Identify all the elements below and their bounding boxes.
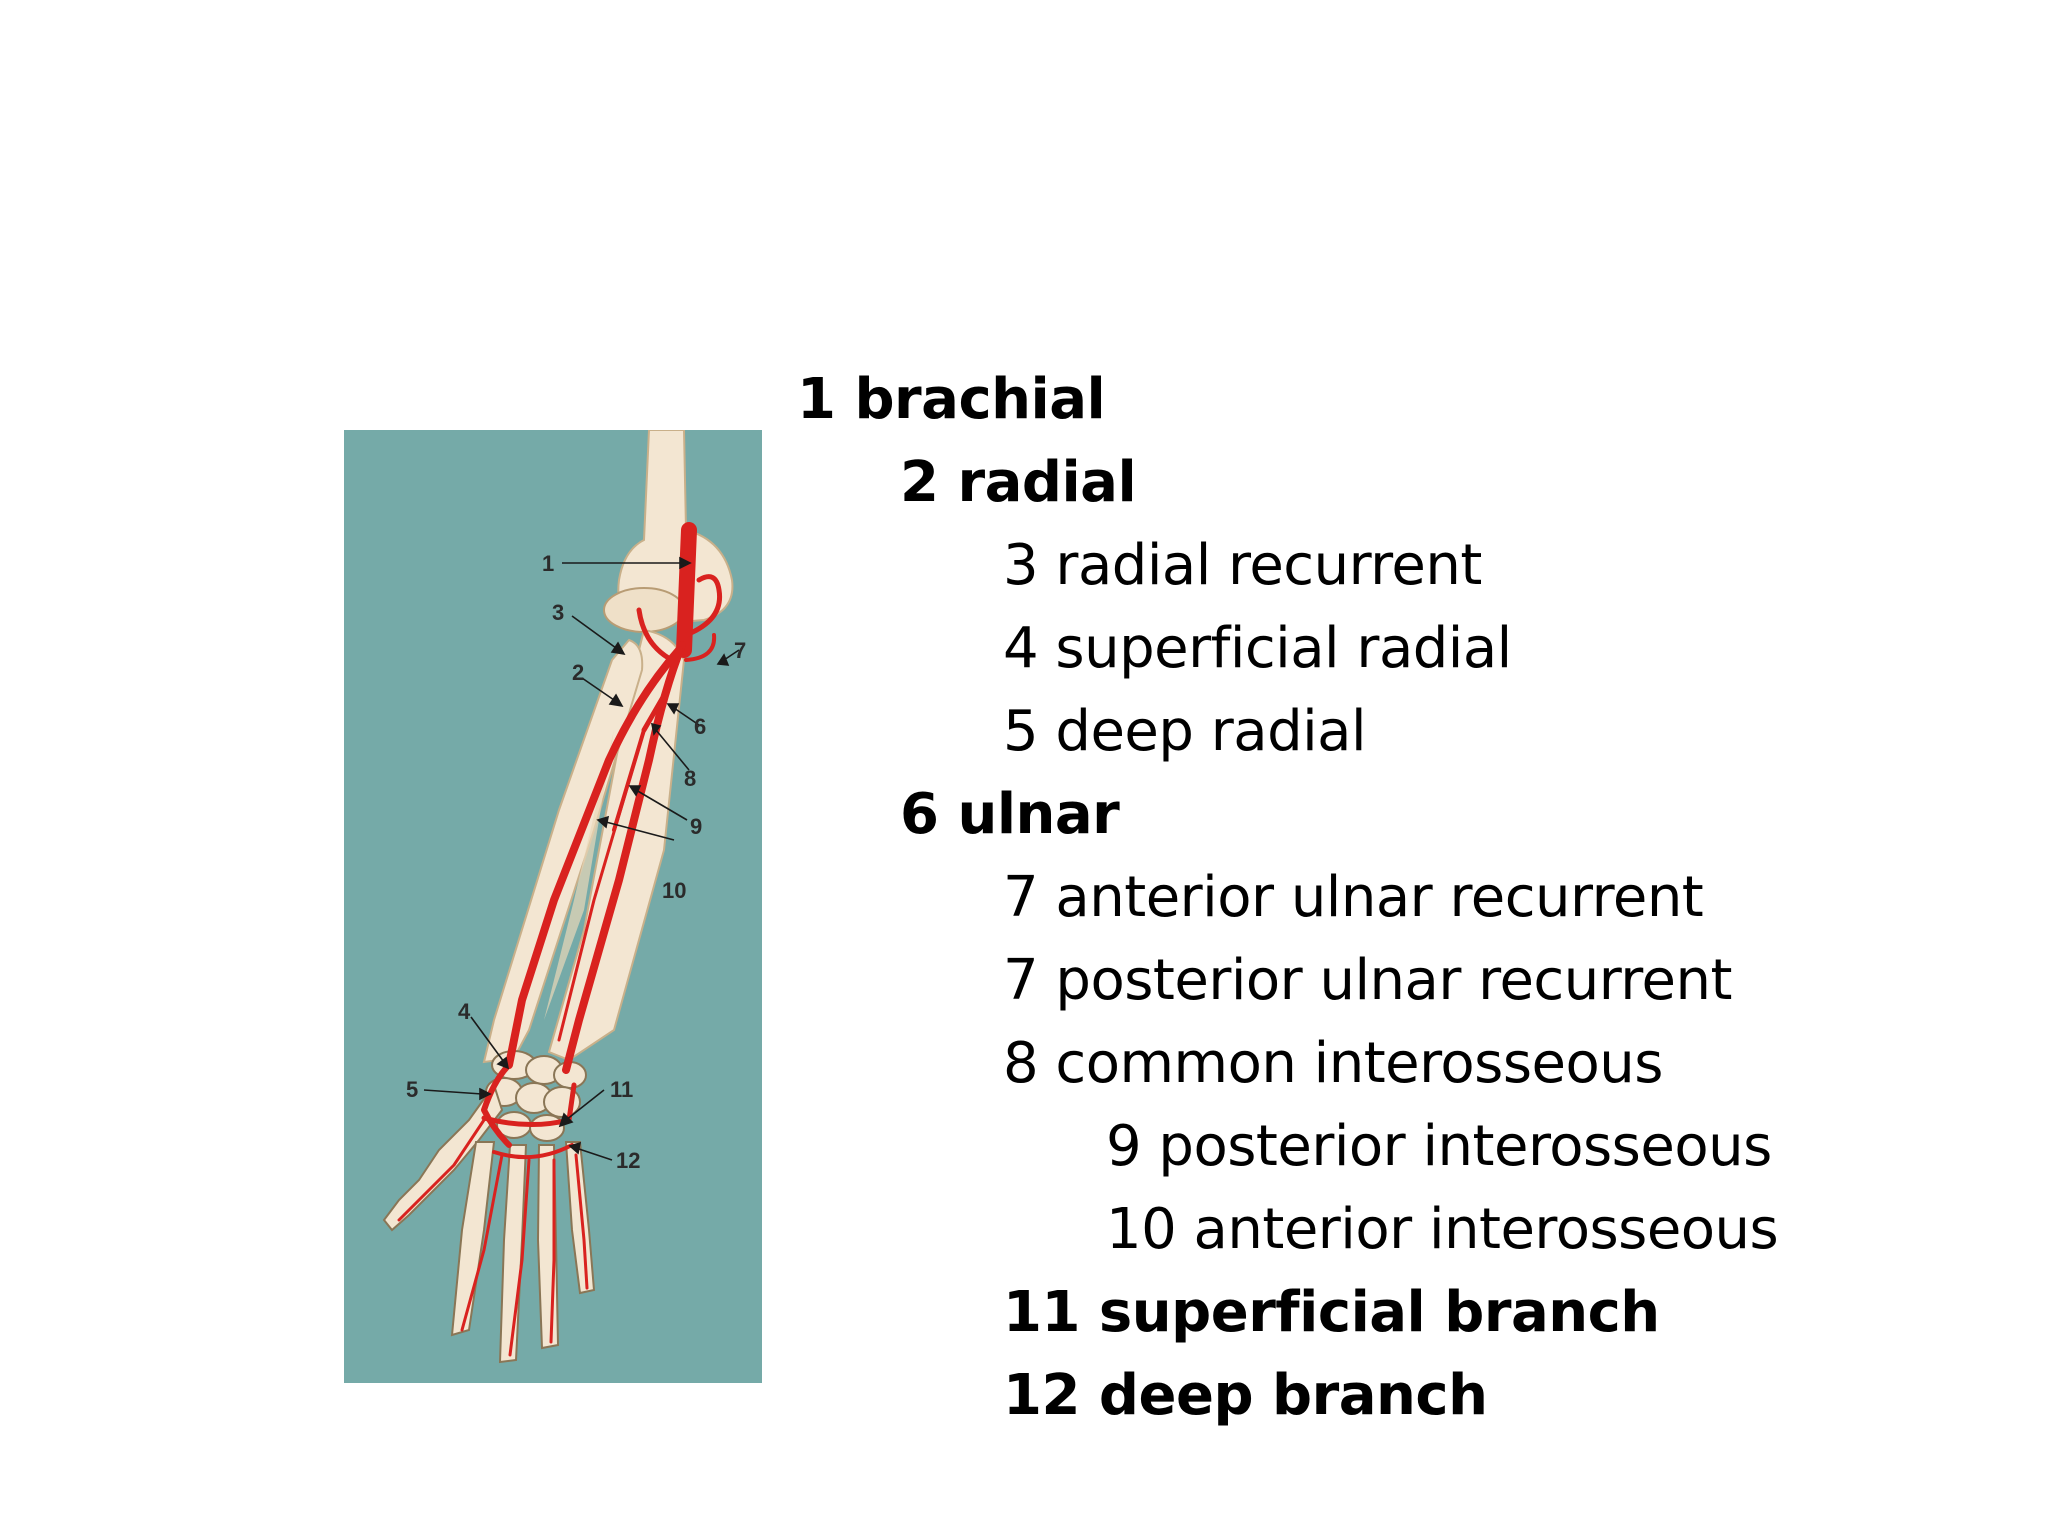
legend-item-brachial: 1 brachial: [797, 372, 1105, 428]
callout-label-11: 11: [610, 1077, 633, 1102]
callout-label-2: 2: [572, 660, 584, 685]
legend-item-radial-recurrent: 3 radial recurrent: [1003, 538, 1482, 594]
forearm-artery-svg: 1 3 2 7 6 8 9 10 4 5 11 12: [344, 430, 762, 1383]
legend-item-posterior-ulnar-recurrent: 7 posterior ulnar recurrent: [1003, 953, 1732, 1009]
legend-item-ulnar: 6 ulnar: [900, 787, 1119, 843]
callout-label-5: 5: [406, 1077, 418, 1102]
legend-item-posterior-interosseous: 9 posterior interosseous: [1106, 1119, 1772, 1175]
legend-item-common-interosseous: 8 common interosseous: [1003, 1036, 1663, 1092]
callout-label-6: 6: [694, 714, 706, 739]
callout-label-9: 9: [690, 814, 702, 839]
callout-label-1: 1: [542, 551, 554, 576]
callout-label-10: 10: [662, 878, 686, 903]
callout-label-8: 8: [684, 766, 696, 791]
callout-label-7: 7: [734, 638, 746, 663]
legend-item-anterior-interosseous: 10 anterior interosseous: [1106, 1202, 1778, 1258]
legend-item-deep-radial: 5 deep radial: [1003, 704, 1366, 760]
legend-item-superficial-radial: 4 superficial radial: [1003, 621, 1512, 677]
forearm-artery-illustration: 1 3 2 7 6 8 9 10 4 5 11 12: [344, 430, 762, 1383]
callout-label-12: 12: [616, 1148, 640, 1173]
legend-item-superficial-branch: 11 superficial branch: [1003, 1285, 1660, 1341]
legend-item-deep-branch: 12 deep branch: [1003, 1368, 1487, 1424]
legend-item-radial: 2 radial: [900, 455, 1136, 511]
callout-label-4: 4: [458, 999, 471, 1024]
callout-label-3: 3: [552, 600, 564, 625]
legend-item-anterior-ulnar-recurrent: 7 anterior ulnar recurrent: [1003, 870, 1703, 926]
